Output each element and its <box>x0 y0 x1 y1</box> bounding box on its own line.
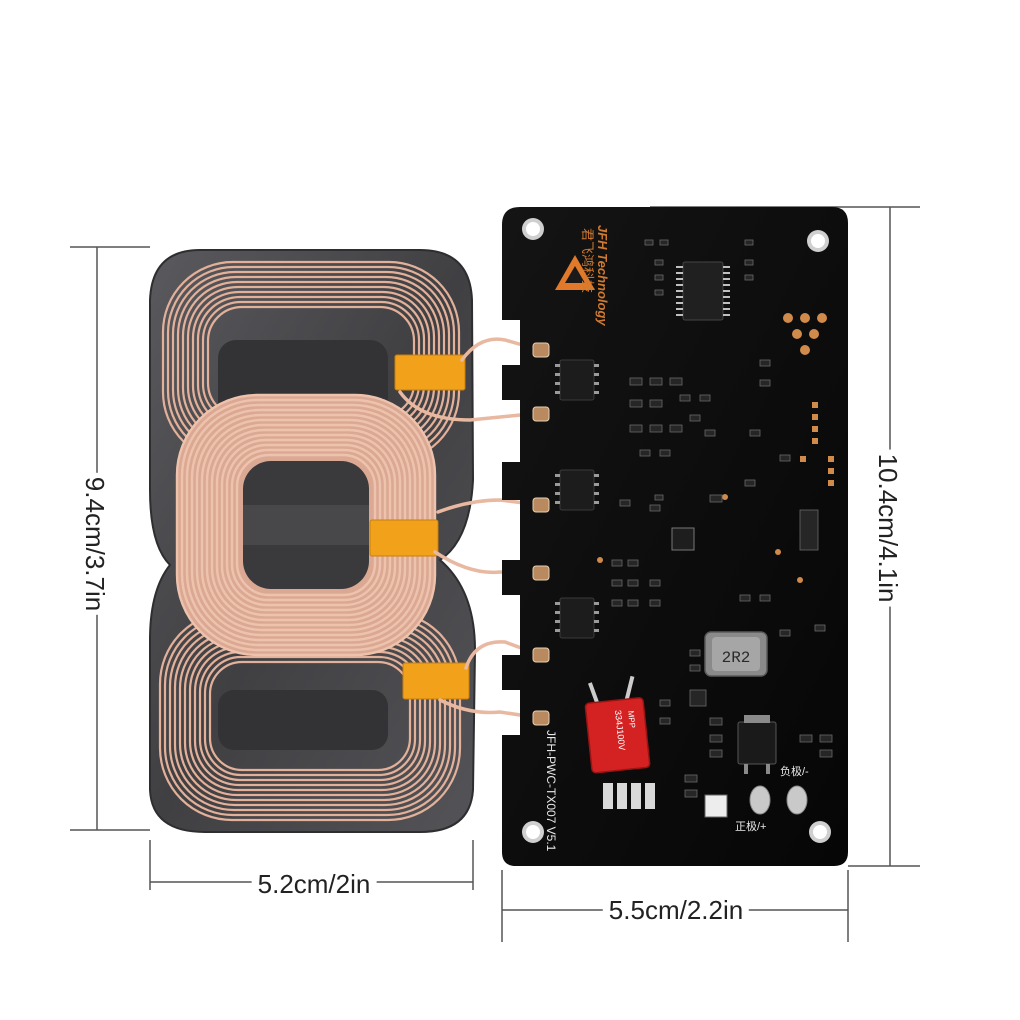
inductor-label: 2R2 <box>722 649 751 667</box>
lead-solder-pads <box>532 342 550 726</box>
coil-leads <box>398 337 542 720</box>
board-width-dimension: 5.5cm/2.2in <box>602 897 750 923</box>
smd-components <box>611 239 833 798</box>
coil-width-dimension: 5.2cm/2in <box>251 871 377 897</box>
chip-pins <box>555 364 599 632</box>
ferrite-groove <box>218 690 388 750</box>
positive-terminal-label: 正极/+ <box>735 819 766 833</box>
power-terminals <box>749 785 808 815</box>
copper-pads <box>597 313 834 583</box>
capacitor-brand: MPP <box>626 710 637 728</box>
mounting-holes <box>522 218 831 843</box>
power-mosfet <box>737 721 777 765</box>
mosfet-chips <box>559 359 595 639</box>
kapton-tape <box>369 354 470 700</box>
model-label: JFH-PWC-TX007 V5.1 <box>544 730 558 852</box>
edge-pads <box>603 783 655 809</box>
qfn-chip <box>671 527 695 551</box>
brand-en-label: JFH Technology <box>595 225 610 326</box>
capacitor-label: 334J100V <box>613 710 627 751</box>
brand-cn-label: 君飞鸿科技 <box>580 228 595 293</box>
controller-chip <box>682 261 724 321</box>
film-capacitor: MPP 334J100V <box>584 675 651 774</box>
board-height-dimension: 10.4cm/4.1in <box>873 449 903 607</box>
negative-terminal-label: 负极/- <box>780 764 809 778</box>
coil-height-dimension: 9.4cm/3.7in <box>80 472 110 616</box>
